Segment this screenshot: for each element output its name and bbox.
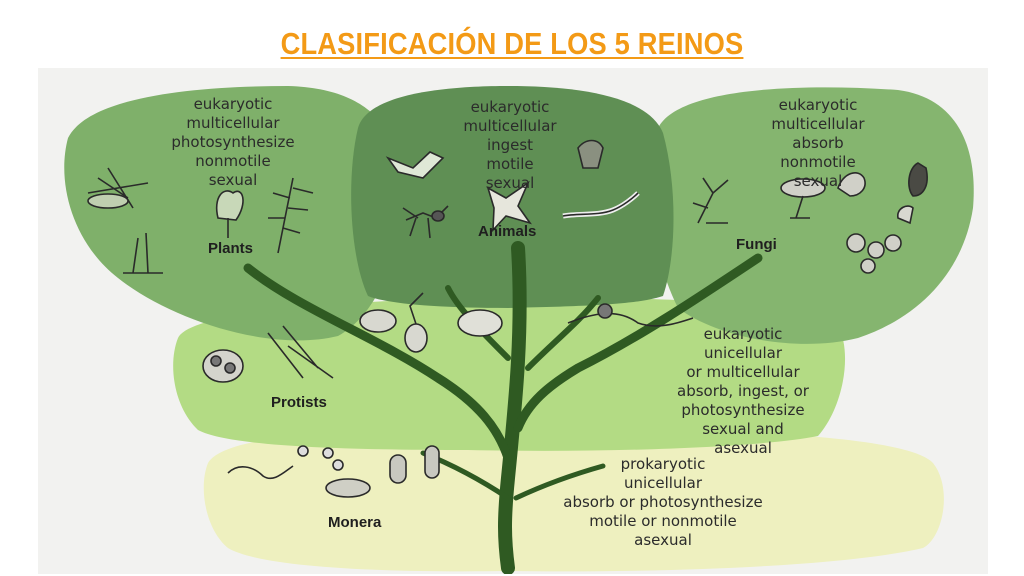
fungi-trait: multicellular (771, 115, 865, 133)
protists-trait: sexual and (702, 420, 784, 438)
monera-traits: prokaryotic unicellular absorb or photos… (518, 455, 808, 550)
protists-trait: asexual (714, 439, 772, 457)
monera-trait: absorb or photosynthesize (563, 493, 763, 511)
diagram-graphics (64, 86, 974, 574)
animals-trait: sexual (485, 174, 535, 192)
fungi-trait: sexual (793, 172, 843, 190)
monera-trait: motile or nonmotile (589, 512, 737, 530)
monera-organism-sketches (227, 445, 440, 498)
monera-label: Monera (328, 514, 382, 531)
plants-trait: eukaryotic (193, 95, 273, 113)
five-kingdoms-diagram: eukaryotic multicellular photosynthesize… (38, 68, 988, 574)
plant-organism-sketches (87, 167, 314, 274)
animals-traits: eukaryotic multicellular ingest motile s… (410, 98, 610, 193)
fungi-trait: nonmotile (780, 153, 856, 171)
fungi-traits: eukaryotic multicellular absorb nonmotil… (718, 96, 918, 191)
protists-trait: unicellular (703, 344, 783, 362)
plants-label: Plants (208, 240, 254, 257)
monera-trait: prokaryotic (620, 455, 706, 473)
plants-trait: photosynthesize (171, 133, 295, 151)
monera-trait: asexual (634, 531, 692, 549)
protists-leaf (173, 297, 846, 451)
protists-trait: eukaryotic (703, 325, 783, 343)
fungi-trait: absorb (792, 134, 844, 152)
fungi-organism-sketches (692, 162, 928, 274)
tree (243, 241, 763, 574)
protist-organism-sketches (202, 292, 694, 383)
animals-trait: multicellular (463, 117, 557, 135)
monera-trait: unicellular (623, 474, 703, 492)
fungi-label: Fungi (736, 236, 777, 253)
protists-label: Protists (271, 394, 327, 411)
fungi-trait: eukaryotic (778, 96, 858, 114)
protists-trait: photosynthesize (681, 401, 805, 419)
slide-title: CLASIFICACIÓN DE LOS 5 REINOS (280, 26, 744, 61)
protists-trait: or multicellular (686, 363, 800, 381)
protists-traits: eukaryotic unicellular or multicellular … (638, 325, 848, 458)
plants-traits: eukaryotic multicellular photosynthesize… (133, 95, 333, 190)
protists-trait: absorb, ingest, or (677, 382, 809, 400)
animal-organism-sketches (385, 139, 640, 239)
plants-trait: nonmotile (195, 152, 271, 170)
animals-trait: ingest (486, 136, 534, 154)
animals-trait: motile (486, 155, 534, 173)
animals-trait: eukaryotic (470, 98, 550, 116)
monera-leaf (203, 428, 944, 572)
animals-label: Animals (478, 223, 537, 240)
plants-trait: sexual (208, 171, 258, 189)
plants-trait: multicellular (186, 114, 280, 132)
